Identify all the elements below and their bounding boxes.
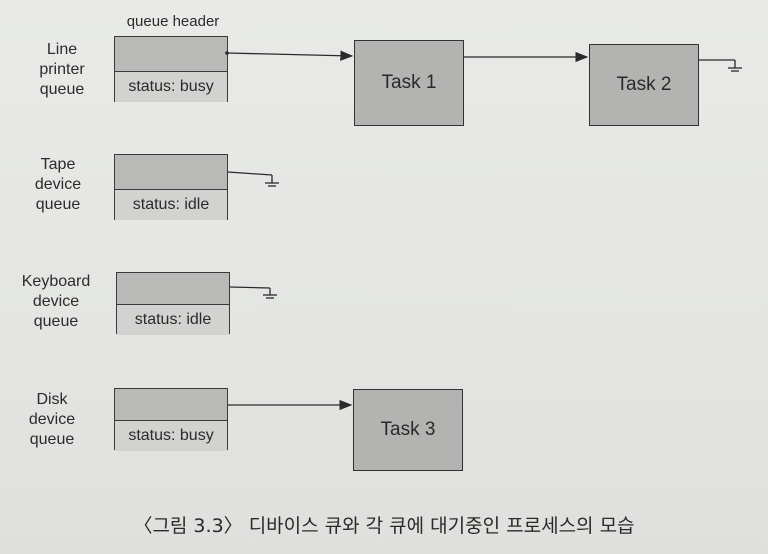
queue-header-pointer-field: [115, 155, 227, 190]
queue-header-pointer-field: [115, 37, 227, 72]
queue-header-disk: status: busy: [114, 388, 228, 451]
pointer-arrow: [225, 50, 354, 61]
queue-label-line-printer: Line printer queue: [39, 41, 85, 98]
queue-status: status: busy: [115, 72, 227, 102]
null-terminator-icon: [229, 286, 277, 299]
queue-status: status: idle: [117, 305, 229, 335]
queue-header-pointer-field: [115, 389, 227, 421]
queue-header-pointer-field: [117, 273, 229, 305]
queue-label-disk: Disk device queue: [28, 391, 76, 448]
task-2-box: Task 2: [589, 44, 699, 126]
queue-label-keyboard: Keyboard device queue: [21, 273, 91, 330]
task-1-box: Task 1: [354, 40, 464, 126]
queue-label-tape: Tape device queue: [34, 156, 82, 213]
queue-header-tape: status: idle: [114, 154, 228, 220]
figure-caption: 〈그림 3.3〉 디바이스 큐와 각 큐에 대기중인 프로세스의 모습: [133, 515, 635, 537]
null-terminator-icon: [699, 59, 742, 72]
queue-status: status: busy: [115, 421, 227, 451]
queue-header-label: queue header: [126, 13, 220, 30]
task-3-box: Task 3: [353, 389, 463, 471]
queue-header-keyboard: status: idle: [116, 272, 230, 335]
queue-header-line-printer: status: busy: [114, 36, 228, 102]
null-terminator-icon: [227, 171, 279, 187]
queue-status: status: idle: [115, 190, 227, 220]
